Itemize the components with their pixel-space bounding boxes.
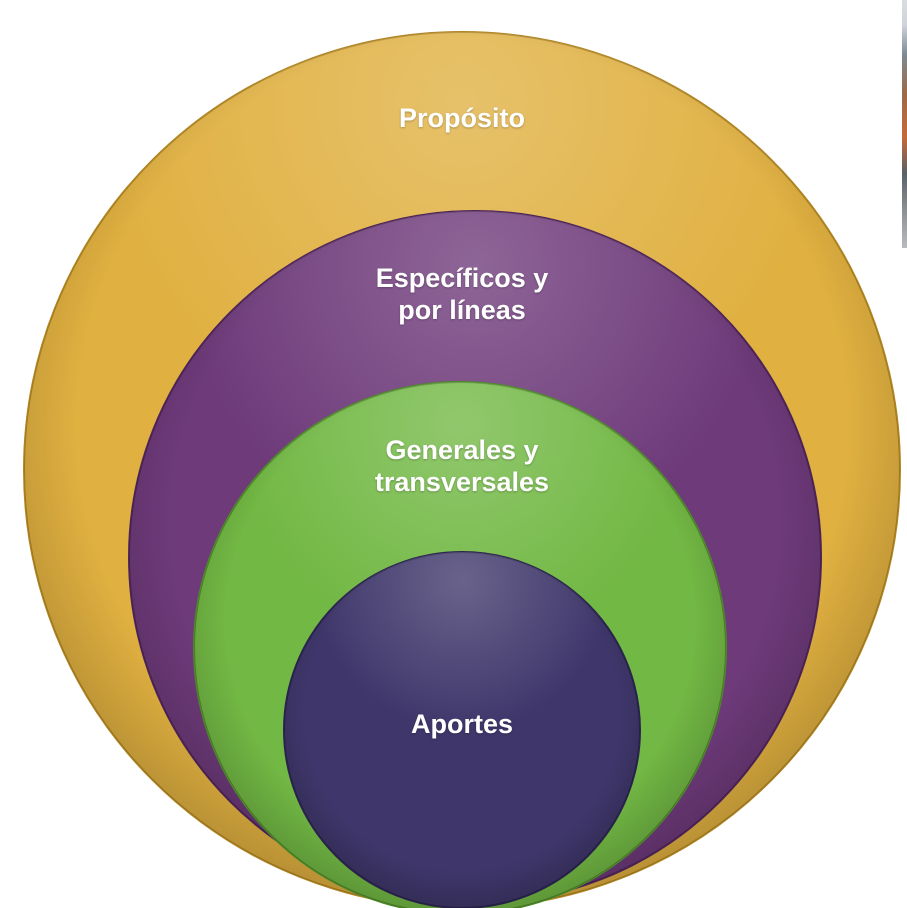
label-generales-line-2: transversales <box>374 467 550 497</box>
label-generales: Generales y transversales <box>312 434 612 498</box>
label-proposito: Propósito <box>399 103 525 133</box>
circle-aportes <box>283 551 641 908</box>
label-aportes: Aportes <box>410 709 513 739</box>
label-generales-line-1: Generales y <box>385 435 539 465</box>
label-especificos: Específicos y por líneas <box>312 262 612 326</box>
label-especificos-line-2: por líneas <box>398 295 526 325</box>
side-photo-edge <box>902 0 907 248</box>
label-especificos-line-1: Específicos y <box>375 263 549 293</box>
